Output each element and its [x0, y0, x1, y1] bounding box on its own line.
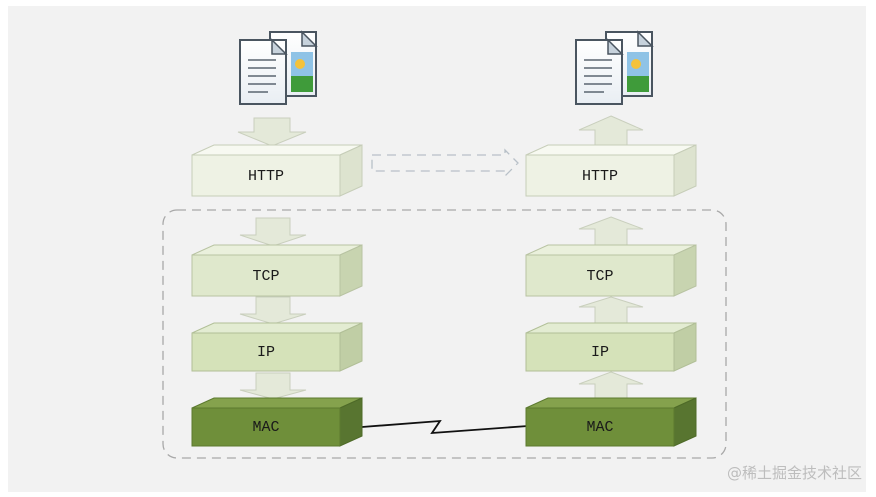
sender-layer-ip: IP: [191, 322, 363, 372]
receiver-layer-ip-label: IP: [591, 344, 609, 361]
sender-layer-http: HTTP: [191, 144, 363, 197]
receiver-layer-ip: IP: [525, 322, 697, 372]
physical-link-line: [361, 419, 529, 435]
sender-layer-tcp-label: TCP: [252, 268, 279, 285]
receiver-layer-http-label: HTTP: [582, 168, 618, 185]
receiver-documents-icon: [575, 30, 654, 105]
receiver-layer-http: HTTP: [525, 144, 697, 197]
lower-layers-boundary: [162, 209, 727, 459]
sender-arrow-doc-to-http: [237, 117, 307, 147]
sender-arrow-http-to-tcp: [239, 217, 307, 247]
receiver-layer-mac-label: MAC: [586, 419, 613, 436]
sender-arrow-tcp-to-ip: [239, 296, 307, 325]
sender-layer-tcp: TCP: [191, 244, 363, 297]
sender-documents-icon: [239, 30, 318, 105]
receiver-layer-mac: MAC: [525, 397, 697, 447]
sender-layer-mac-label: MAC: [252, 419, 279, 436]
background-panel: [8, 6, 866, 492]
receiver-layer-tcp-label: TCP: [586, 268, 613, 285]
sender-arrow-ip-to-mac: [239, 372, 307, 400]
watermark-text: @稀土掘金技术社区: [727, 464, 862, 482]
sender-layer-mac: MAC: [191, 397, 363, 447]
http-peer-arrow: [371, 148, 519, 178]
sender-layer-ip-label: IP: [257, 344, 275, 361]
receiver-layer-tcp: TCP: [525, 244, 697, 297]
sender-layer-http-label: HTTP: [248, 168, 284, 185]
